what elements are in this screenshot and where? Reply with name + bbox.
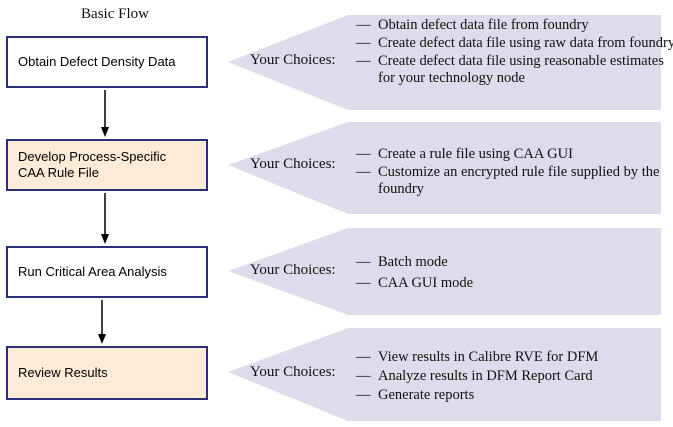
step-label: Run Critical Area Analysis [18,264,167,279]
choices-callout-4 [228,328,661,421]
choice-item: —Obtain defect data file from foundry [356,17,589,33]
step-label: Obtain Defect Density Data [18,54,176,69]
choice-item: —Batch mode [356,254,448,270]
dash-bullet: — [356,254,371,270]
step-box-review-results: Review Results [6,346,208,400]
choice-item: —Create defect data file using reasonabl… [356,53,664,86]
dash-bullet: — [356,164,371,180]
dash-bullet: — [356,17,371,33]
choices-label: Your Choices: [250,364,336,380]
diagram-heading: Basic Flow [81,6,149,22]
dash-bullet: — [356,349,371,365]
step-box-run-critical-area-analysis: Run Critical Area Analysis [6,246,208,298]
dash-bullet: — [356,53,371,69]
step-box-obtain-defect-density-data: Obtain Defect Density Data [6,36,208,88]
choice-item: —View results in Calibre RVE for DFM [356,349,599,365]
choices-label: Your Choices: [250,262,336,278]
step-label: Develop Process-Specific CAA Rule File [18,149,167,180]
choice-item: —Create defect data file using raw data … [356,35,673,51]
choices-callout-3 [228,228,661,315]
choice-list-step-2: —Create a rule file using CAA GUI —Custo… [356,146,673,199]
choice-list-step-4: —View results in Calibre RVE for DFM —An… [356,349,673,405]
choices-callout-1 [228,15,661,110]
choice-list-step-1: —Obtain defect data file from foundry —C… [356,17,673,88]
choices-label: Your Choices: [250,52,336,68]
choice-list-step-3: —Batch mode —CAA GUI mode [356,254,673,293]
arrow-down-icon [101,127,109,137]
choice-item: —Customize an encrypted rule file suppli… [356,164,660,197]
choices-label: Your Choices: [250,156,336,172]
dash-bullet: — [356,387,371,403]
choice-item: —CAA GUI mode [356,275,474,291]
choice-item: —Analyze results in DFM Report Card [356,368,593,384]
choice-item: —Create a rule file using CAA GUI [356,146,573,162]
dash-bullet: — [356,368,371,384]
dash-bullet: — [356,275,371,291]
dash-bullet: — [356,35,371,51]
step-box-develop-caa-rule-file: Develop Process-Specific CAA Rule File [6,139,208,191]
step-label: Review Results [18,365,108,380]
dash-bullet: — [356,146,371,162]
arrow-down-icon [98,334,106,344]
choices-callout-2 [228,122,661,214]
choice-item: —Generate reports [356,387,475,403]
arrow-down-icon [101,234,109,244]
